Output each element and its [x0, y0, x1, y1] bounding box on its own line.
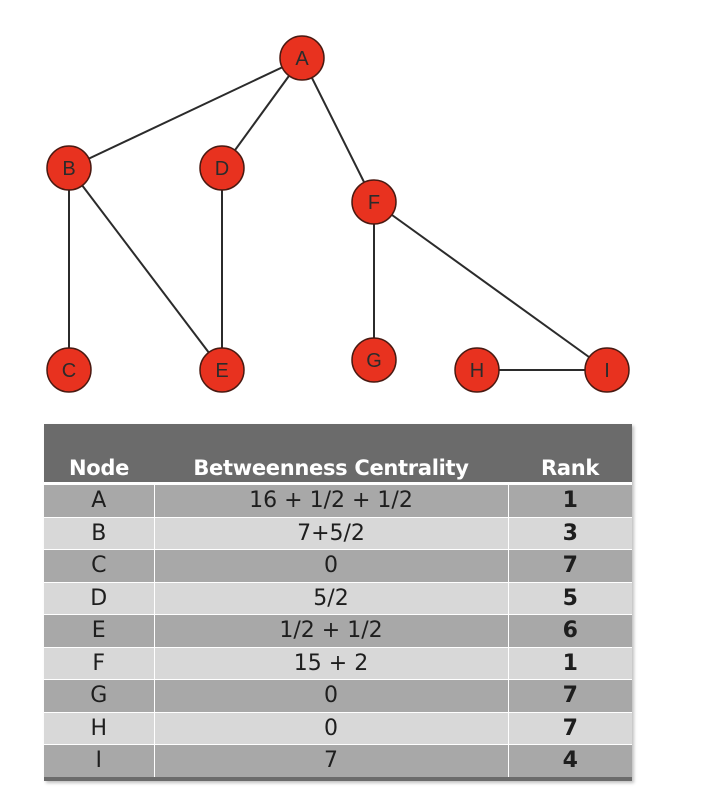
node-g: G	[351, 337, 397, 383]
graph-diagram: A B C D E F G H I	[46, 35, 630, 393]
node-label: A	[295, 48, 309, 70]
cell-node: I	[44, 744, 155, 777]
node-a: A	[279, 35, 325, 81]
node-circle	[454, 347, 500, 393]
node-label: G	[366, 350, 382, 372]
cell-rank: 3	[508, 516, 632, 550]
cell-betweenness: 0	[154, 679, 509, 712]
cell-betweenness: 7	[154, 744, 509, 777]
node-label: F	[368, 192, 380, 214]
header-node: Node	[44, 424, 154, 485]
cell-rank: 7	[508, 711, 632, 745]
cell-node: H	[44, 711, 155, 745]
cell-node: F	[44, 646, 155, 680]
cell-betweenness: 0	[154, 549, 509, 582]
table-header-row: Node Betweenness Centrality Rank	[44, 424, 632, 485]
node-circle	[199, 347, 245, 393]
cell-betweenness: 1/2 + 1/2	[154, 614, 509, 647]
edge-a-b	[68, 57, 303, 169]
cell-node: G	[44, 679, 155, 712]
node-b: B	[46, 145, 92, 191]
cell-rank: 4	[508, 744, 632, 777]
cell-rank: 1	[508, 646, 632, 680]
node-label: B	[62, 158, 75, 180]
node-label: C	[62, 360, 76, 382]
cell-betweenness: 16 + 1/2 + 1/2	[154, 483, 509, 517]
cell-betweenness: 7+5/2	[154, 516, 509, 550]
header-rank: Rank	[508, 424, 632, 485]
node-e: E	[199, 347, 245, 393]
cell-betweenness: 0	[154, 711, 509, 745]
cell-rank: 6	[508, 614, 632, 647]
node-label: E	[215, 360, 228, 382]
node-label: H	[470, 360, 484, 382]
cell-betweenness: 5/2	[154, 581, 509, 615]
node-circle	[584, 347, 630, 393]
cell-node: B	[44, 516, 155, 550]
graph-nodes: A B C D E F G H I	[46, 35, 630, 393]
node-circle	[46, 347, 92, 393]
cell-betweenness: 15 + 2	[154, 646, 509, 680]
cell-rank: 7	[508, 549, 632, 582]
node-circle	[46, 145, 92, 191]
node-circle	[351, 337, 397, 383]
node-circle	[351, 179, 397, 225]
node-label: I	[604, 360, 610, 382]
node-circle	[279, 35, 325, 81]
edge-f-i	[373, 201, 608, 371]
node-label: D	[215, 158, 229, 180]
cell-node: A	[44, 483, 155, 517]
cell-rank: 1	[508, 483, 632, 517]
node-h: H	[454, 347, 500, 393]
cell-rank: 5	[508, 581, 632, 615]
cell-rank: 7	[508, 679, 632, 712]
edge-b-e	[68, 167, 223, 371]
cell-node: E	[44, 614, 155, 647]
node-c: C	[46, 347, 92, 393]
node-f: F	[351, 179, 397, 225]
graph-edges	[68, 57, 608, 371]
node-circle	[199, 145, 245, 191]
cell-node: D	[44, 581, 155, 615]
node-i: I	[584, 347, 630, 393]
header-betweenness-centrality: Betweenness Centrality	[154, 424, 508, 485]
edge-a-f	[301, 57, 375, 203]
node-d: D	[199, 145, 245, 191]
cell-node: C	[44, 549, 155, 582]
